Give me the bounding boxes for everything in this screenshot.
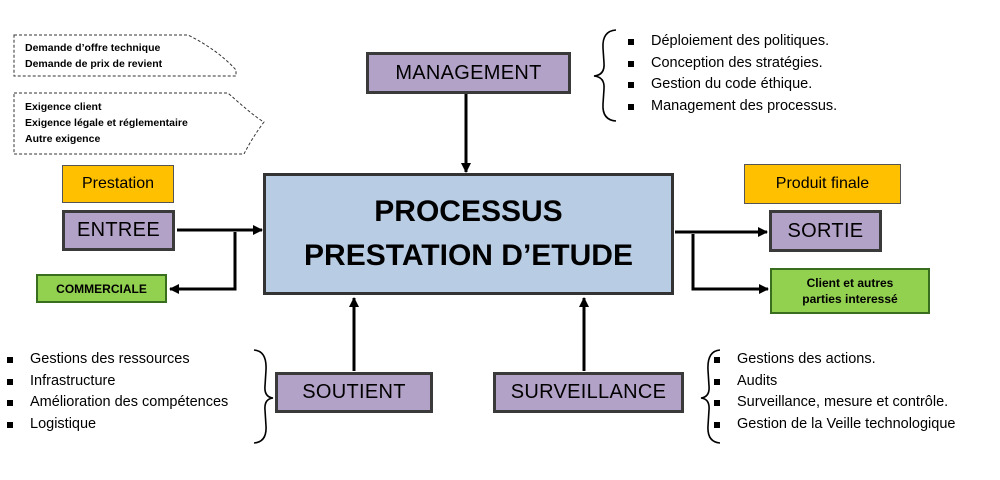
entree-box: ENTREE (62, 210, 175, 251)
list-item: Amélioration des compétences (6, 392, 228, 414)
note-line: Autre exigence (25, 133, 101, 145)
list-item: Logistique (6, 414, 228, 436)
note-line: Demande d’offre technique (25, 42, 161, 54)
list-item: Déploiement des politiques. (627, 31, 837, 53)
produit-finale-box: Produit finale (744, 164, 901, 204)
note-line: Demande de prix de revient (25, 58, 163, 70)
list-item: Gestion de la Veille technologique (713, 414, 955, 436)
soutient-box: SOUTIENT (275, 372, 433, 413)
arrow-to-commerciale (169, 232, 237, 294)
management-list: Déploiement des politiques. Conception d… (627, 31, 837, 117)
note-line: Exigence légale et réglementaire (25, 117, 188, 129)
note-shape-bottom (13, 92, 265, 155)
process-title-line2: PRESTATION D’ETUDE (304, 239, 633, 272)
surveillance-box: SURVEILLANCE (493, 372, 684, 413)
brace-surveillance (700, 349, 721, 444)
list-item: Conception des stratégies. (627, 53, 837, 75)
client-box: Client et autres parties interessé (770, 268, 930, 314)
list-item: Infrastructure (6, 371, 228, 393)
note-exigences: Exigence client Exigence légale et régle… (25, 99, 188, 147)
management-box: MANAGEMENT (366, 52, 571, 94)
soutient-list: Gestions des ressources Infrastructure A… (6, 349, 228, 435)
list-item: Gestion du code éthique. (627, 74, 837, 96)
client-line2: parties interessé (802, 292, 898, 306)
list-item: Gestions des ressources (6, 349, 228, 371)
note-demandes: Demande d’offre technique Demande de pri… (25, 40, 162, 72)
note-line: Exigence client (25, 101, 102, 113)
list-item: Surveillance, mesure et contrôle. (713, 392, 955, 414)
list-item: Gestions des actions. (713, 349, 955, 371)
brace-soutient (253, 349, 274, 444)
list-item: Audits (713, 371, 955, 393)
process-box: PROCESSUS PRESTATION D’ETUDE (263, 173, 674, 295)
commerciale-box: COMMERCIALE (36, 274, 167, 303)
prestation-box: Prestation (62, 165, 174, 203)
client-line1: Client et autres (806, 276, 894, 290)
arrow-to-client (691, 234, 769, 294)
surveillance-list: Gestions des actions. Audits Surveillanc… (713, 349, 955, 435)
brace-management (593, 29, 617, 122)
process-title-line1: PROCESSUS (374, 195, 563, 228)
sortie-box: SORTIE (769, 210, 882, 252)
note-shape-top (13, 34, 237, 77)
list-item: Management des processus. (627, 96, 837, 118)
